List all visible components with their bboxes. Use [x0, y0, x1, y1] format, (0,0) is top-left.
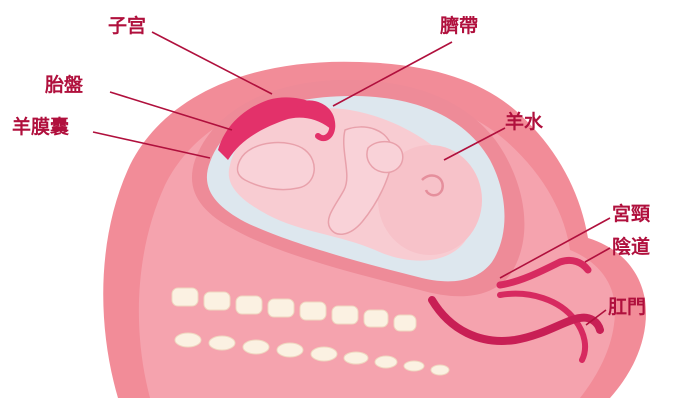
label-vagina: 陰道 — [612, 238, 650, 257]
label-umbilical-cord: 臍帶 — [440, 17, 478, 36]
label-cervix: 宮頸 — [612, 205, 650, 224]
label-amniotic-fluid: 羊水 — [505, 113, 543, 132]
label-uterus: 子宫 — [108, 17, 146, 36]
label-placenta: 胎盤 — [45, 76, 83, 95]
label-amniotic-sac: 羊膜囊 — [12, 118, 69, 137]
fetus-hand — [367, 142, 403, 173]
fetus-foot — [237, 143, 314, 190]
label-anus: 肛門 — [608, 298, 646, 317]
leader-uterus — [152, 32, 272, 94]
